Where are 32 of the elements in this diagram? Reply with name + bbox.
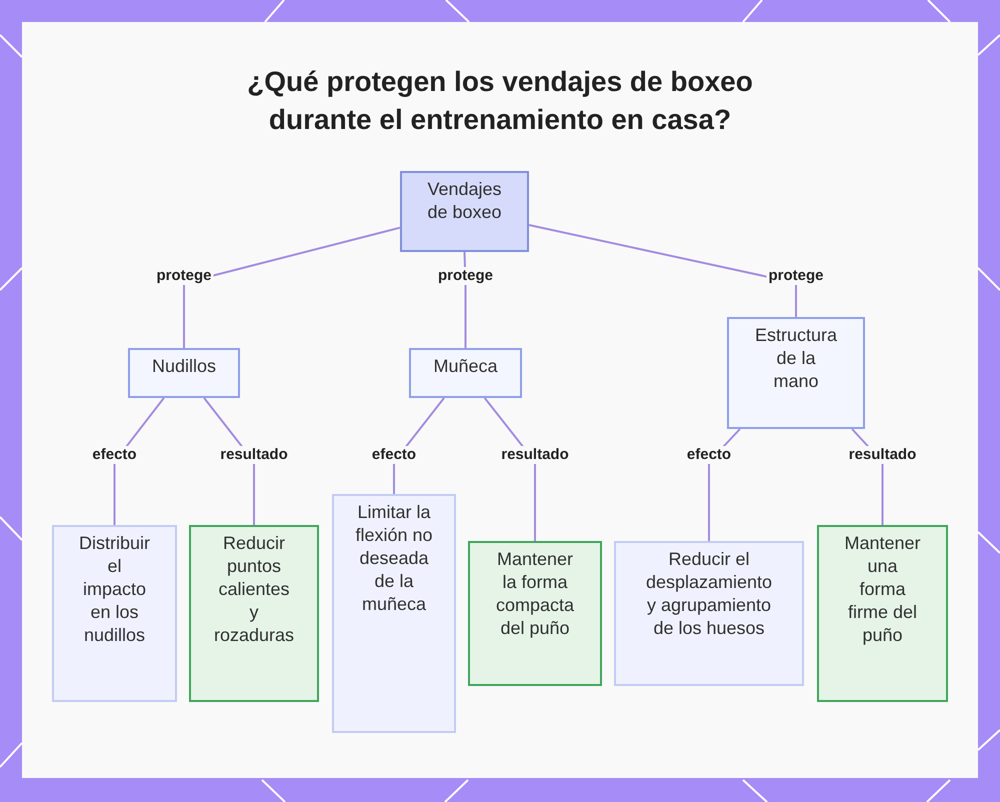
edge-label: efecto	[684, 446, 734, 464]
node-label: Muñeca	[432, 355, 499, 378]
result-box	[468, 541, 602, 686]
node-label: Reducir puntos calientes y rozaduras	[212, 532, 296, 647]
node-label: Distribuir el impacto en los nudillos	[78, 532, 151, 647]
effect-box	[52, 525, 177, 702]
node-label: Limitar la flexión no deseada de la muñeca	[354, 501, 434, 616]
category-box	[409, 348, 522, 398]
topic-box	[400, 171, 529, 252]
edge-label: efecto	[90, 446, 139, 464]
node-label: Nudillos	[150, 355, 218, 378]
effect-box	[332, 494, 456, 733]
edge-label: protege	[766, 267, 826, 285]
node-label: Mantener la forma compacta del puño	[494, 548, 576, 640]
node-label: Estructura de la mano	[754, 324, 838, 393]
node-label: Mantener una forma firme del puño	[843, 532, 922, 647]
result-box	[817, 525, 948, 702]
effect-box	[614, 541, 804, 686]
result-box	[189, 525, 319, 702]
edge-label: efecto	[370, 446, 418, 464]
edge-label: resultado	[846, 446, 918, 464]
edge-label: protege	[154, 267, 214, 285]
node-label: Vendajes de boxeo	[426, 178, 503, 224]
edge-label: protege	[436, 267, 495, 285]
connector-line	[528, 224, 797, 317]
category-box	[727, 317, 865, 429]
category-box	[128, 348, 240, 398]
connector-line	[183, 226, 400, 348]
edge-label: resultado	[499, 446, 571, 464]
edge-label: resultado	[218, 446, 290, 464]
diagram-title: ¿Qué protegen los vendajes de boxeo durante el entrenamiento en casa?	[246, 65, 754, 137]
node-label: Reducir el desplazamiento y agrupamiento de los huesos	[644, 548, 774, 640]
